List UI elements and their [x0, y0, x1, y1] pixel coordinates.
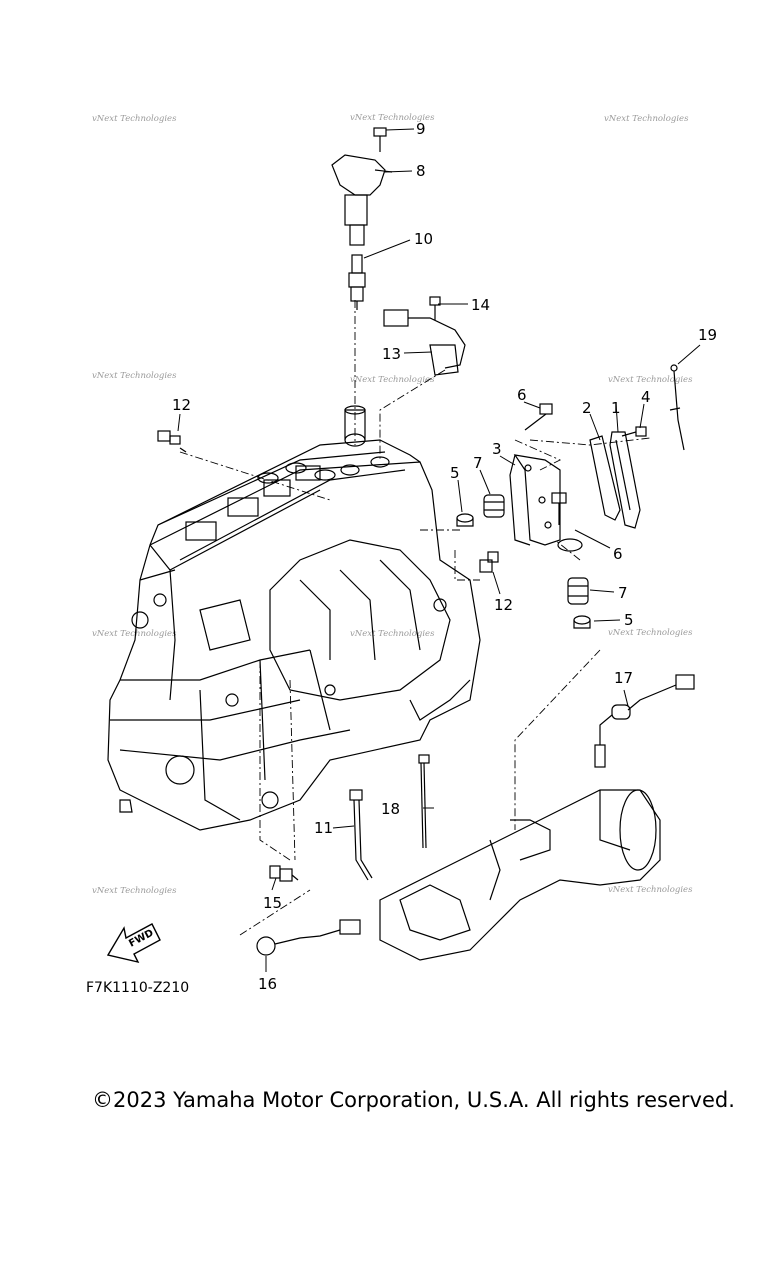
callouts: 1 2 3 4 5 5 6 6 7 7 8 9 10 11 12 12 13 1… [172, 120, 717, 993]
callout-12: 12 [172, 396, 191, 414]
callout-5: 5 [624, 611, 634, 629]
callout-3: 3 [492, 440, 502, 458]
callout-8: 8 [416, 162, 426, 180]
watermark: vNext Technologies [608, 885, 693, 895]
grommet [483, 494, 505, 518]
callout-6: 6 [613, 545, 623, 563]
callout-7: 7 [618, 584, 628, 602]
callout-leaders [177, 128, 701, 972]
callout-2: 2 [582, 399, 592, 417]
callout-9: 9 [416, 120, 426, 138]
watermark: vNext Technologies [350, 629, 435, 639]
callout-10: 10 [414, 230, 433, 248]
temp-sensor [157, 430, 187, 453]
grommet [567, 577, 589, 605]
screw [621, 426, 647, 437]
callout-12: 12 [494, 596, 513, 614]
assembly-leaders [179, 300, 651, 936]
bolt [551, 492, 583, 552]
engine-block [107, 405, 481, 831]
collar [456, 513, 474, 527]
callout-16: 16 [258, 975, 277, 993]
diagram-code: F7K1110-Z210 [86, 980, 189, 996]
cable-tie [418, 754, 430, 849]
bolt [524, 403, 553, 431]
bracket [509, 454, 561, 546]
callout-19: 19 [698, 326, 717, 344]
watermark: vNext Technologies [608, 628, 693, 638]
spark-plug [348, 254, 366, 310]
fwd-label: FWD [127, 928, 155, 950]
cable-tie [669, 364, 685, 451]
knock-sensor [256, 919, 361, 956]
watermark: vNext Technologies [92, 886, 177, 896]
watermarks: vNext Technologies vNext Technologies vN… [92, 113, 693, 896]
oxygen-sensor [594, 674, 695, 768]
callout-6: 6 [517, 386, 527, 404]
copyright-notice: ©2023 Yamaha Motor Corporation, U.S.A. A… [92, 1088, 735, 1112]
callout-17: 17 [614, 669, 633, 687]
sensor-bolt [429, 296, 441, 320]
watermark: vNext Technologies [604, 114, 689, 124]
watermark: vNext Technologies [92, 371, 177, 381]
callout-11: 11 [314, 819, 333, 837]
watermark: vNext Technologies [350, 375, 435, 385]
watermark: vNext Technologies [350, 113, 435, 123]
callout-15: 15 [263, 894, 282, 912]
cam-sensor [383, 309, 466, 376]
plate [609, 431, 641, 529]
cable-tie [349, 789, 373, 881]
watermark: vNext Technologies [608, 375, 693, 385]
gasket [589, 435, 621, 521]
callout-7: 7 [473, 454, 483, 472]
exhaust-manifold [379, 789, 661, 961]
pressure-sensor [269, 865, 299, 882]
callout-1: 1 [611, 399, 621, 417]
watermark: vNext Technologies [92, 114, 177, 124]
callout-4: 4 [641, 388, 651, 406]
ignition-coil [331, 154, 393, 246]
fwd-arrow: FWD [106, 923, 161, 964]
watermark: vNext Technologies [92, 629, 177, 639]
coil-bolt [373, 127, 387, 152]
temp-sensor [479, 551, 499, 573]
collar [573, 615, 591, 629]
callout-5: 5 [450, 464, 460, 482]
callout-14: 14 [471, 296, 490, 314]
callout-18: 18 [381, 800, 400, 818]
callout-13: 13 [382, 345, 401, 363]
